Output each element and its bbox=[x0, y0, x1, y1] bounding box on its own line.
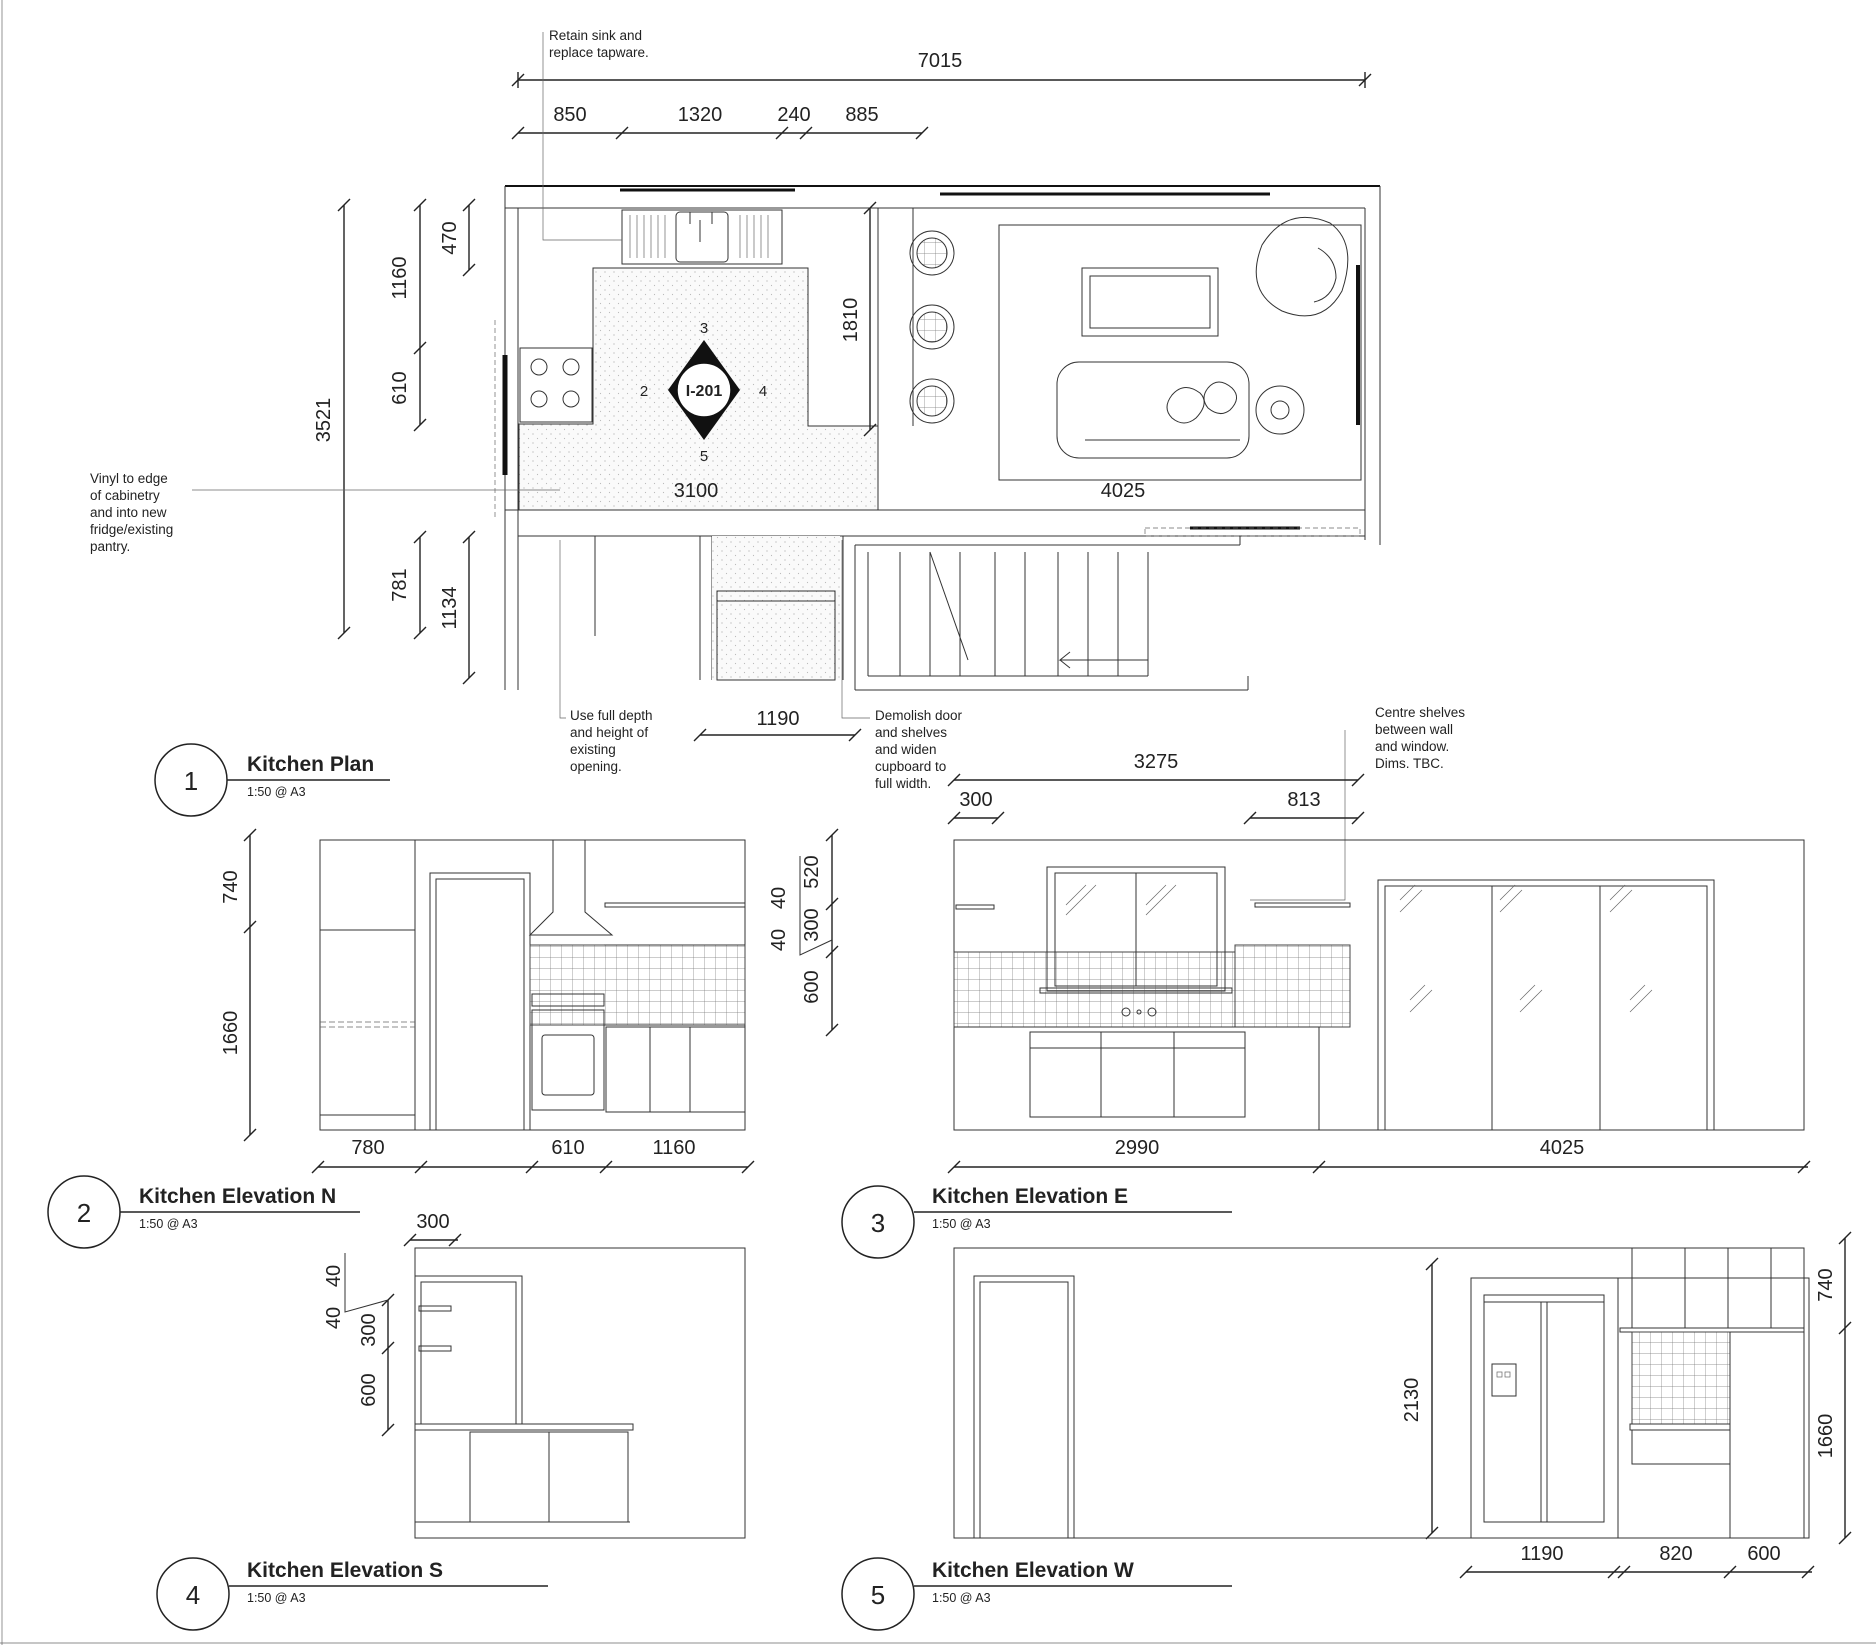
view-tag-3: 3 bbox=[700, 320, 708, 337]
plan-notes: Retain sink and replace tapware. Vinyl t… bbox=[90, 28, 1465, 901]
plan-lower-area bbox=[594, 536, 1249, 691]
view-tag-4: 4 bbox=[759, 383, 767, 400]
dim-885: 885 bbox=[845, 104, 878, 126]
n-dim-610: 610 bbox=[551, 1137, 584, 1159]
view-title: Kitchen Elevation S bbox=[247, 1559, 443, 1582]
plan-dimensions-left: 3521 1160 610 470 781 1134 bbox=[313, 198, 476, 685]
elevation-north: 740 1660 780 610 1160 520 300 600 40 40 bbox=[220, 828, 839, 1174]
note-opening-3: existing bbox=[570, 742, 616, 757]
w-dim-1190: 1190 bbox=[1520, 1543, 1563, 1565]
dim-781: 781 bbox=[389, 568, 411, 601]
note-opening-4: opening. bbox=[570, 759, 622, 774]
view-tag-2: 2 bbox=[640, 383, 648, 400]
view-number: 5 bbox=[871, 1580, 885, 1610]
s-dim-300-v: 300 bbox=[358, 1313, 380, 1346]
dim-3521: 3521 bbox=[313, 398, 335, 443]
note-vinyl-5: pantry. bbox=[90, 539, 130, 554]
e-dim-3275: 3275 bbox=[1134, 751, 1179, 773]
elevation-west: 2130 740 1660 1190 820 600 bbox=[953, 1231, 1852, 1579]
n-dim-1660: 1660 bbox=[220, 1011, 242, 1056]
note-shelves-4: Dims. TBC. bbox=[1375, 756, 1444, 771]
view-number: 4 bbox=[186, 1580, 200, 1610]
view-scale: 1:50 @ A3 bbox=[139, 1217, 198, 1231]
view-scale: 1:50 @ A3 bbox=[932, 1217, 991, 1231]
n-dim-300: 300 bbox=[801, 908, 823, 941]
note-shelves-1: Centre shelves bbox=[1375, 705, 1465, 720]
n-dim-40b: 40 bbox=[768, 929, 790, 951]
note-demolish-3: and widen bbox=[875, 742, 937, 757]
n-dim-1160: 1160 bbox=[652, 1137, 695, 1159]
s-dim-600: 600 bbox=[358, 1373, 380, 1406]
view-title-1: 1 Kitchen Plan 1:50 @ A3 bbox=[154, 743, 390, 817]
dim-7015: 7015 bbox=[918, 50, 963, 72]
dim-240: 240 bbox=[777, 104, 810, 126]
dim-1160: 1160 bbox=[389, 256, 411, 299]
w-dim-820: 820 bbox=[1659, 1543, 1692, 1565]
note-sink-2: replace tapware. bbox=[549, 45, 649, 60]
w-dim-740: 740 bbox=[1815, 1268, 1837, 1301]
note-vinyl-3: and into new bbox=[90, 505, 167, 520]
view-scale: 1:50 @ A3 bbox=[247, 1591, 306, 1605]
note-opening-1: Use full depth bbox=[570, 708, 653, 723]
dim-1810: 1810 bbox=[840, 298, 862, 343]
view-title: Kitchen Elevation E bbox=[932, 1185, 1128, 1208]
dim-1190: 1190 bbox=[756, 708, 799, 730]
view-scale: 1:50 @ A3 bbox=[247, 785, 306, 799]
view-tag-i201: I-201 3 2 4 5 bbox=[640, 320, 767, 465]
view-title: Kitchen Elevation N bbox=[139, 1185, 336, 1208]
note-demolish-5: full width. bbox=[875, 776, 931, 791]
n-dim-780: 780 bbox=[351, 1137, 384, 1159]
view-title: Kitchen Elevation W bbox=[932, 1559, 1134, 1582]
n-dim-40a: 40 bbox=[768, 887, 790, 909]
n-dim-740: 740 bbox=[220, 870, 242, 903]
note-vinyl-4: fridge/existing bbox=[90, 522, 173, 537]
view-title-2: 2 Kitchen Elevation N 1:50 @ A3 bbox=[47, 1175, 360, 1249]
s-dim-40a: 40 bbox=[323, 1265, 345, 1287]
note-shelves-3: and window. bbox=[1375, 739, 1449, 754]
e-dim-2990: 2990 bbox=[1115, 1137, 1160, 1159]
dim-470: 470 bbox=[439, 221, 461, 254]
view-title-3: 3 Kitchen Elevation E 1:50 @ A3 bbox=[841, 1185, 1232, 1259]
e-dim-4025: 4025 bbox=[1540, 1137, 1585, 1159]
dim-610: 610 bbox=[389, 371, 411, 404]
view-number: 1 bbox=[184, 766, 198, 796]
w-dim-2130: 2130 bbox=[1401, 1378, 1423, 1423]
view-scale: 1:50 @ A3 bbox=[932, 1591, 991, 1605]
view-number: 3 bbox=[871, 1208, 885, 1238]
view-title: Kitchen Plan bbox=[247, 753, 374, 776]
w-dim-1660: 1660 bbox=[1815, 1414, 1837, 1459]
kitchen-plan: 7015 850 1320 240 885 3521 1160 610 bbox=[90, 28, 1465, 901]
w-dim-600: 600 bbox=[1747, 1543, 1780, 1565]
view-title-5: 5 Kitchen Elevation W 1:50 @ A3 bbox=[841, 1557, 1232, 1631]
dim-4025: 4025 bbox=[1101, 480, 1146, 502]
e-dim-813: 813 bbox=[1287, 789, 1320, 811]
s-dim-40b: 40 bbox=[323, 1307, 345, 1329]
elevation-east: 3275 300 813 2990 4025 bbox=[947, 751, 1811, 1174]
view-tag-5: 5 bbox=[700, 448, 708, 465]
view-title-4: 4 Kitchen Elevation S 1:50 @ A3 bbox=[156, 1557, 548, 1631]
n-dim-520: 520 bbox=[801, 855, 823, 888]
note-shelves-2: between wall bbox=[1375, 722, 1453, 737]
view-tag-id: I-201 bbox=[686, 383, 723, 400]
n-dim-600: 600 bbox=[801, 970, 823, 1003]
dim-1320: 1320 bbox=[678, 104, 723, 126]
elevation-south: 300 300 600 40 40 bbox=[323, 1211, 746, 1539]
dim-850: 850 bbox=[553, 104, 586, 126]
note-sink-1: Retain sink and bbox=[549, 28, 642, 43]
plan-dimensions-top: 7015 850 1320 240 885 bbox=[511, 50, 1372, 140]
view-number: 2 bbox=[77, 1198, 91, 1228]
note-opening-2: and height of bbox=[570, 725, 648, 740]
s-dim-300: 300 bbox=[416, 1211, 449, 1233]
note-demolish-1: Demolish door bbox=[875, 708, 963, 723]
note-vinyl-1: Vinyl to edge bbox=[90, 471, 168, 486]
dim-3100: 3100 bbox=[674, 480, 719, 502]
plan-kitchen-bench bbox=[518, 207, 955, 511]
e-dim-300: 300 bbox=[959, 789, 992, 811]
note-demolish-2: and shelves bbox=[875, 725, 947, 740]
plan-lounge bbox=[998, 216, 1362, 481]
note-demolish-4: cupboard to bbox=[875, 759, 946, 774]
note-vinyl-2: of cabinetry bbox=[90, 488, 160, 503]
dim-1134: 1134 bbox=[439, 586, 461, 629]
